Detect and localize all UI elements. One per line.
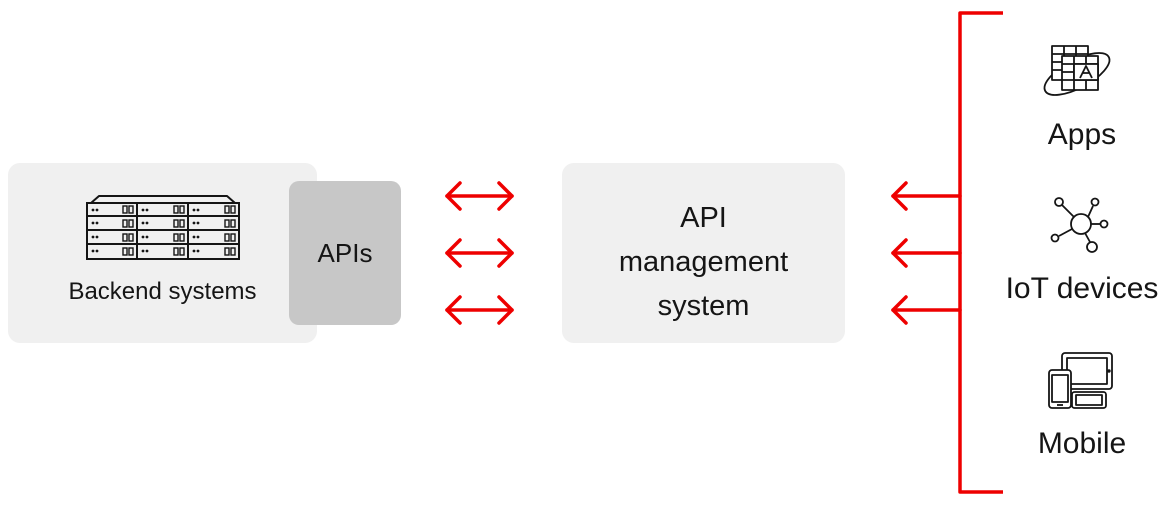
api-management-line-2: management — [618, 246, 789, 278]
consumer-bracket — [958, 11, 1003, 494]
backend-systems-box — [8, 163, 317, 343]
server-rack-icon — [86, 195, 240, 260]
api-management-line-3: system — [657, 290, 750, 322]
api-management-label: API management system — [562, 196, 845, 328]
mobile-devices-icon — [1048, 352, 1113, 409]
double-arrow-2 — [445, 238, 514, 268]
iot-hub-icon — [1050, 197, 1109, 253]
apis-box: APIs — [289, 181, 401, 325]
apps-icon — [1043, 45, 1111, 96]
double-arrow-3 — [445, 295, 514, 325]
backend-systems-label: Backend systems — [68, 278, 257, 305]
consumer-label-iot-devices: IoT devices — [1005, 272, 1159, 305]
api-management-box — [562, 163, 845, 343]
consumer-label-apps: Apps — [1047, 118, 1117, 151]
arrow-in-3 — [891, 295, 962, 325]
arrow-in-2 — [891, 238, 962, 268]
consumer-label-mobile: Mobile — [1037, 427, 1127, 460]
double-arrow-1 — [445, 181, 514, 211]
arrow-in-1 — [891, 181, 962, 211]
apis-label: APIs — [317, 237, 373, 268]
api-management-line-1: API — [680, 202, 727, 234]
